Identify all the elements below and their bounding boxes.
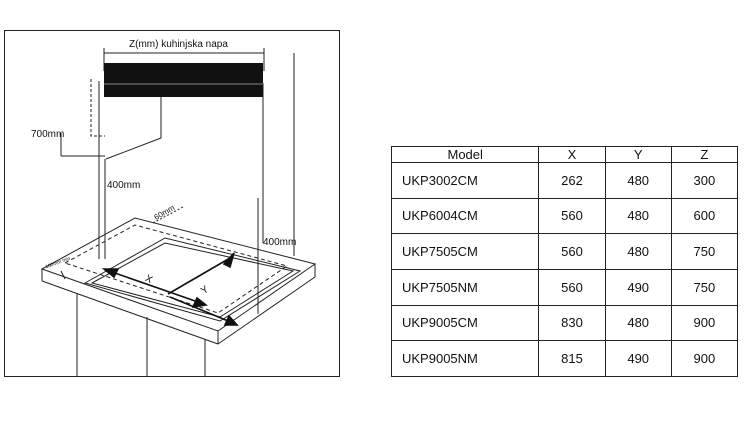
y-arrow-lower	[169, 296, 234, 324]
header-model: Model	[390, 146, 540, 163]
hob-inner	[90, 242, 295, 318]
x-arrow-head-left	[101, 268, 120, 279]
cutout-dashed	[63, 224, 289, 314]
table-header-row: Model X Y Z	[390, 146, 739, 163]
table-row: UKP6004CM 560 480 600	[390, 197, 739, 235]
installation-drawing	[40, 48, 317, 376]
installation-diagram: Z(mm) kuhinjska napa 700mm 400mm 400mm 6…	[4, 30, 340, 377]
cell-x: 560	[538, 197, 606, 235]
cell-y: 490	[604, 340, 672, 377]
x-arrow-head-right	[191, 296, 208, 309]
header-z: Z	[670, 146, 739, 163]
cell-z: 750	[670, 268, 739, 306]
cell-model: UKP9005NM	[390, 340, 540, 377]
x-arrow-line	[111, 271, 199, 303]
cell-x: 560	[538, 268, 606, 306]
cell-y: 480	[604, 233, 672, 270]
height-400-right-label: 400mm	[263, 237, 297, 248]
table-row: UKP7505NM 560 490 750	[390, 268, 739, 306]
cell-z: 900	[670, 304, 739, 342]
y-arrow-head-top	[222, 252, 235, 269]
header-x: X	[538, 146, 606, 163]
cell-model: UKP7505CM	[390, 233, 540, 270]
cell-z: 300	[670, 162, 739, 199]
table-row: UKP9005CM 830 480 900	[390, 304, 739, 342]
cell-model: UKP9005CM	[390, 304, 540, 342]
height-400-left-label: 400mm	[107, 180, 141, 191]
kitchen-hood	[104, 63, 263, 97]
height-700-label: 700mm	[31, 129, 65, 140]
y-arrow-head-bottom	[223, 314, 239, 326]
cell-x: 830	[538, 304, 606, 342]
cell-x: 815	[538, 340, 606, 377]
cell-y: 480	[604, 304, 672, 342]
table-row: UKP3002CM 262 480 300	[390, 162, 739, 199]
cell-z: 750	[670, 233, 739, 270]
y-arrow-upper	[167, 257, 231, 295]
hob-outline	[83, 237, 302, 322]
header-y: Y	[604, 146, 672, 163]
table-row: UKP9005NM 815 490 900	[390, 340, 739, 377]
cell-y: 480	[604, 162, 672, 199]
cell-z: 900	[670, 340, 739, 377]
cell-x: 262	[538, 162, 606, 199]
dimensions-table: Model X Y Z UKP3002CM 262 480 300 UKP600…	[390, 146, 739, 377]
cell-model: UKP6004CM	[390, 197, 540, 235]
cell-model: UKP7505NM	[390, 268, 540, 306]
upper-cabinet-dashed-edge	[90, 79, 105, 137]
cell-model: UKP3002CM	[390, 162, 540, 199]
cell-y: 480	[604, 197, 672, 235]
cell-x: 560	[538, 233, 606, 270]
hood-width-label: Z(mm) kuhinjska napa	[129, 39, 228, 50]
table-row: UKP7505CM 560 480 750	[390, 233, 739, 270]
cell-z: 600	[670, 197, 739, 235]
cell-y: 490	[604, 268, 672, 306]
